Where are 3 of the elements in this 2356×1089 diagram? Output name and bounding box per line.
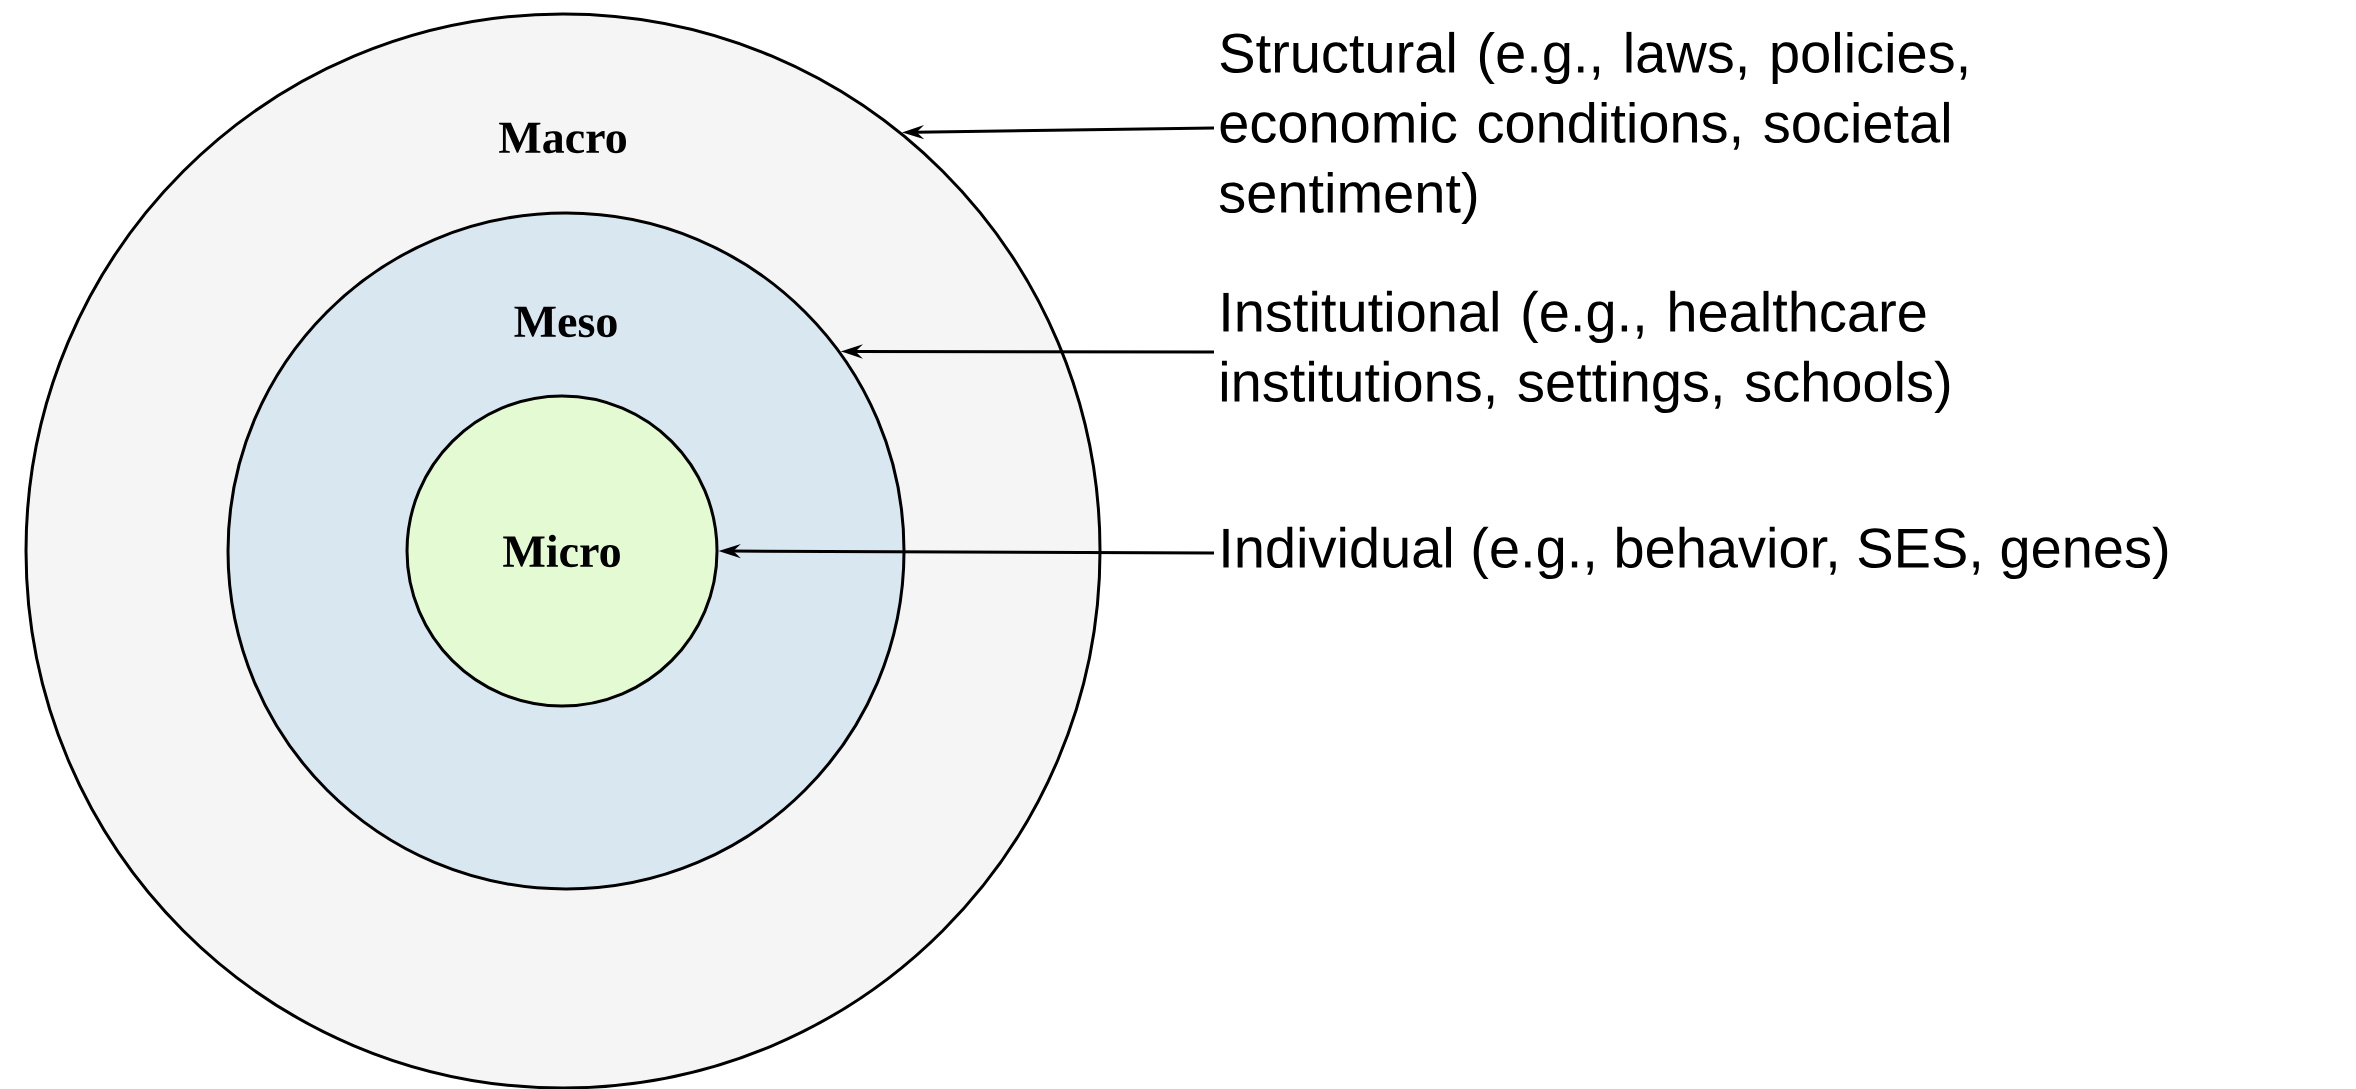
- description-text: Structural (e.g., laws, policies, economic conditions, societal sentiment): [1219, 31, 1967, 225]
- description-text: Individual (e.g., behavior, SES, genes): [1223, 526, 2168, 580]
- description-text: Institutional (e.g., healthcare institutions, settings, schools): [1221, 290, 1950, 414]
